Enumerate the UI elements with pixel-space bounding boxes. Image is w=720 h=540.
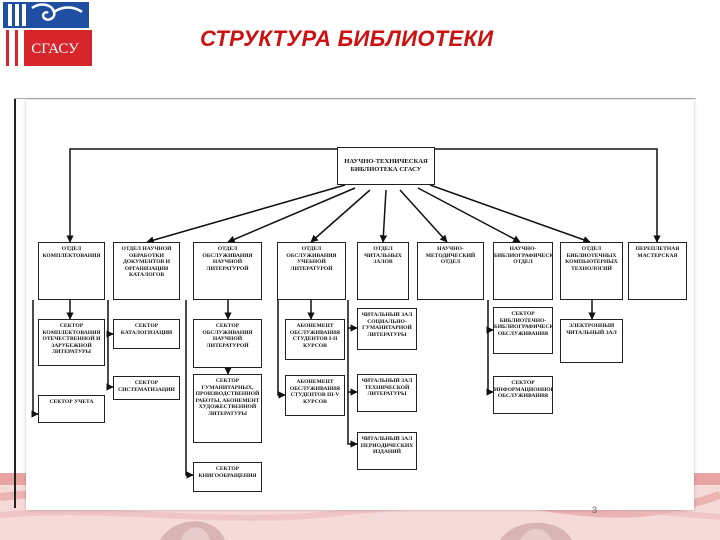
- sector-ucheta: Сектор учета: [38, 395, 105, 423]
- logo-text: СГАСУ: [31, 41, 79, 57]
- zal-socialno-gumanitarnoy: Читальный зал социально-гуманитарной лит…: [357, 308, 417, 350]
- abonement-3-5-kurs: Абонемент обслуживания студентов III-V к…: [285, 375, 345, 416]
- sector-nauch-literatury: Сектор обслуживания научной литературой: [193, 319, 262, 368]
- sector-label: Сектор обслуживания научной литературой: [202, 323, 253, 349]
- sector-label: Читальный зал периодических изданий: [360, 436, 414, 456]
- dept-label: Отдел научной обработки документов и орг…: [121, 246, 172, 279]
- elektronnyy-zal: Электронный читальный зал: [560, 319, 623, 363]
- sector-label: Сектор библиотечно-библиографического об…: [494, 311, 552, 337]
- sector-label: Сектор каталогизации: [120, 323, 173, 336]
- dept-label: Отдел библиотечных компьютерных технолог…: [565, 246, 618, 272]
- dept-metod: Научно-методический отдел: [417, 242, 484, 300]
- root-node: Научно-техническая библиотека СГАСУ: [337, 147, 435, 185]
- dept-zaly: Отдел читальных залов: [357, 242, 409, 300]
- dept-label: Отдел комплектования: [42, 246, 101, 259]
- sector-label: Сектор гуманитарных, производственной ра…: [195, 378, 260, 417]
- dept-comp: Отдел библиотечных компьютерных технолог…: [560, 242, 623, 300]
- sector-label: Читальный зал социально-гуманитарной лит…: [361, 312, 413, 338]
- root-label: Научно-техническая библиотека СГАСУ: [344, 158, 428, 173]
- zal-periodicheskih: Читальный зал периодических изданий: [357, 432, 417, 470]
- dept-biblio: Научно-библиографический отдел: [493, 242, 553, 300]
- dept-komplekt: Отдел комплектования: [38, 242, 105, 300]
- dept-obrabotka: Отдел научной обработки документов и орг…: [113, 242, 180, 300]
- sector-knigoobrasheniya: Сектор книгообращения: [193, 462, 262, 492]
- university-logo: СГАСУ: [0, 0, 92, 66]
- sector-gumanitarnyh: Сектор гуманитарных, производственной ра…: [193, 374, 262, 443]
- sector-sistematizacii: Сектор систематизации: [113, 376, 180, 400]
- sector-label: Сектор комплектования отечественной и за…: [42, 323, 101, 356]
- sector-bibliograficheskogo: Сектор библиотечно-библиографического об…: [493, 307, 553, 354]
- dept-label: Отдел обслуживания учебной литературой: [286, 246, 337, 272]
- dept-label: Научно-библиографический отдел: [494, 246, 552, 266]
- frame-top-edge: [14, 98, 696, 99]
- sector-label: Абонемент обслуживания студентов I-II ку…: [289, 323, 341, 349]
- dept-label: Научно-методический отдел: [425, 246, 476, 266]
- sector-label: Сектор книгообращения: [198, 466, 257, 479]
- page-title: СТРУКТУРА БИБЛИОТЕКИ: [200, 26, 494, 51]
- sector-label: Абонемент обслуживания студентов III-V к…: [289, 379, 341, 405]
- dept-label: Переплетная мастерская: [635, 246, 680, 259]
- frame-left-edge: [14, 98, 16, 508]
- abonement-1-2-kurs: Абонемент обслуживания студентов I-II ку…: [285, 319, 345, 360]
- dept-pereplet: Переплетная мастерская: [628, 242, 687, 300]
- dept-label: Отдел читальных залов: [364, 246, 402, 266]
- sector-label: Сектор информационного обслуживания: [494, 380, 552, 400]
- sector-label: Сектор систематизации: [118, 380, 175, 393]
- sector-label: Электронный читальный зал: [566, 323, 617, 336]
- dept-label: Отдел обслуживания научной литературой: [202, 246, 253, 272]
- sector-label: Сектор учета: [49, 399, 94, 405]
- dept-ucheb: Отдел обслуживания учебной литературой: [277, 242, 346, 300]
- sector-informacionnogo: Сектор информационного обслуживания: [493, 376, 553, 414]
- sector-katalogizacii: Сектор каталогизации: [113, 319, 180, 349]
- sector-komplekt-literatury: Сектор комплектования отечественной и за…: [38, 319, 105, 366]
- sector-label: Читальный зал технической литературы: [361, 378, 413, 398]
- page-number: 3: [592, 505, 598, 515]
- dept-nauch: Отдел обслуживания научной литературой: [193, 242, 262, 300]
- zal-tehnicheskoy: Читальный зал технической литературы: [357, 374, 417, 412]
